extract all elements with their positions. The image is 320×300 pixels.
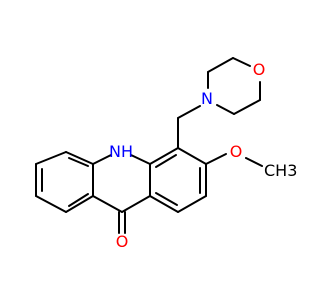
left-benzene-ring (35, 151, 94, 213)
molecule-svg: NH O N O CH3 O (35, 57, 297, 251)
methoxy-oxygen-label: O (230, 142, 243, 161)
carbonyl-oxygen-label: O (116, 232, 129, 251)
methoxy-group (205, 153, 263, 167)
morpholine-nitrogen-label: N (201, 89, 213, 108)
central-ring (92, 154, 151, 234)
right-aromatic-ring (149, 147, 207, 213)
methylene-linker (177, 105, 201, 149)
morpholine-oxygen-label: O (253, 60, 266, 79)
morpholine-ring (207, 57, 261, 115)
methyl-label: CH3 (264, 161, 297, 180)
nh-label: NH (109, 142, 133, 161)
molecule-structure: NH O N O CH3 O (35, 57, 297, 251)
